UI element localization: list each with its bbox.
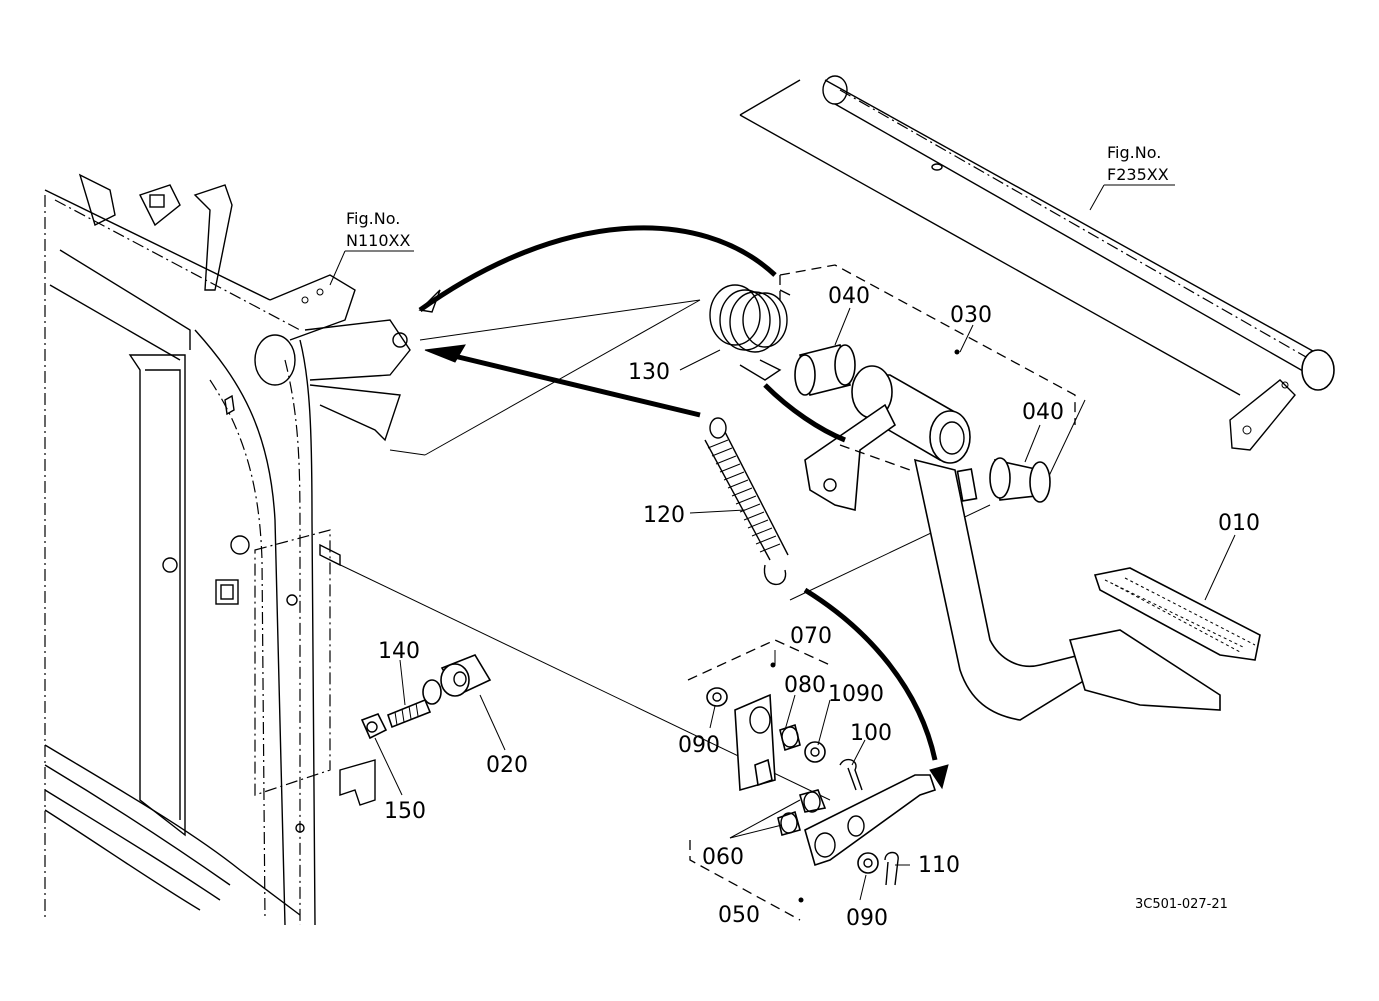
part-label-010: 010: [1218, 511, 1260, 536]
pedal-pad-texture: [1104, 577, 1256, 653]
part-label-040: 040: [1022, 400, 1064, 425]
part-label-030: 030: [950, 303, 992, 328]
tension-spring-120: [704, 417, 789, 586]
bush-040-right: [989, 457, 1051, 503]
fig-ref-code: F235XX: [1107, 165, 1169, 184]
bush-040-left: [794, 344, 856, 396]
part-label-130: 130: [628, 360, 670, 385]
part-label-090: 090: [678, 733, 720, 758]
part-label-090: 090: [846, 906, 888, 931]
part-label-050: 050: [718, 903, 760, 928]
part-labels: 010 020 030 040 040 050 060 070 080 1090…: [378, 284, 1260, 931]
fig-ref-f235xx: Fig.No. F235XX: [1089, 143, 1175, 211]
part-label-020: 020: [486, 753, 528, 778]
cab-frame: [44, 173, 411, 926]
leader-lines: [374, 307, 1236, 901]
part-label-040: 040: [828, 284, 870, 309]
fig-ref-label: Fig.No.: [346, 209, 400, 228]
part-label-080: 080: [784, 673, 826, 698]
part-label-070: 070: [790, 624, 832, 649]
fig-ref-code: N110XX: [346, 231, 410, 250]
return-spring-130: [709, 284, 791, 381]
link-assembly: [687, 349, 960, 921]
part-label-1090: 1090: [828, 682, 884, 707]
cross-shaft: [739, 75, 1335, 451]
drawing-code: 3C501-027-21: [1135, 897, 1228, 912]
part-label-110: 110: [918, 853, 960, 878]
fig-ref-n110xx: Fig.No. N110XX: [329, 209, 414, 286]
part-label-150: 150: [384, 799, 426, 824]
fig-ref-label: Fig.No.: [1107, 143, 1161, 162]
part-label-120: 120: [643, 503, 685, 528]
part-label-060: 060: [702, 845, 744, 870]
part-label-140: 140: [378, 639, 420, 664]
part-label-100: 100: [850, 721, 892, 746]
bolt-assembly: [360, 654, 492, 740]
pedal-assembly: [329, 225, 1261, 801]
